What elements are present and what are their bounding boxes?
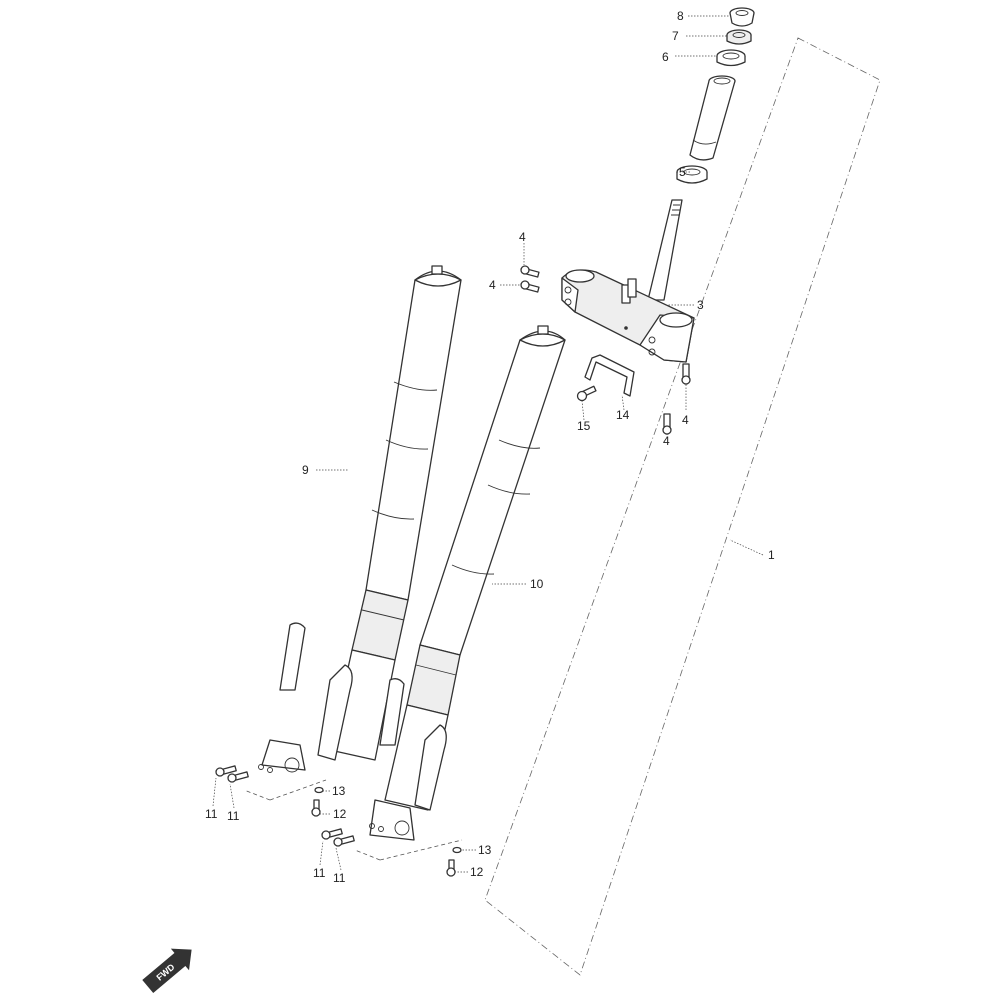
callout-4-lower-a: 4 <box>682 413 689 427</box>
callout-13-right: 13 <box>478 843 492 857</box>
alignment-line-left <box>243 779 327 801</box>
alignment-line-right <box>354 839 463 861</box>
part-4-bolt-lower-a <box>681 363 691 385</box>
callout-12-left: 12 <box>333 807 347 821</box>
callout-1: 1 <box>768 548 775 562</box>
part-4-bolt-lower-b <box>662 413 672 435</box>
part-4-bolt-upper-a <box>520 265 540 278</box>
callout-11-left-a: 11 <box>205 807 218 821</box>
callout-12-right: 12 <box>470 865 484 879</box>
callout-4-lower-b: 4 <box>663 434 670 448</box>
callout-5: 5 <box>679 165 686 179</box>
part-3-steering-stem <box>647 199 683 301</box>
callout-8: 8 <box>677 9 684 23</box>
part-11-bolt-left-a <box>215 765 237 777</box>
callout-15: 15 <box>577 419 591 433</box>
part-9-fork-leg <box>258 265 462 773</box>
part-dust-tube <box>689 75 736 161</box>
callout-6: 6 <box>662 50 669 64</box>
callout-4-upper-b: 4 <box>489 278 496 292</box>
part-6-bearing-race <box>716 49 746 67</box>
part-11-bolt-right-a <box>321 828 343 840</box>
callout-11-right-a: 11 <box>313 866 326 880</box>
part-8-cap-nut <box>729 7 755 27</box>
callout-3: 3 <box>697 298 704 312</box>
callout-11-left-b: 11 <box>227 809 240 823</box>
part-3-triple-clamp <box>561 269 695 363</box>
fwd-arrow-icon: FWD <box>142 948 192 993</box>
part-7-lock-nut <box>726 29 752 45</box>
part-4-bolt-upper-b <box>520 280 540 293</box>
callout-11-right-b: 11 <box>333 871 346 885</box>
part-11-bolt-right-b <box>333 835 355 847</box>
callout-10: 10 <box>530 577 544 591</box>
callout-13-left: 13 <box>332 784 346 798</box>
part-15-bolt <box>576 385 597 402</box>
callout-7: 7 <box>672 29 679 43</box>
part-14-brake-hose-bracket <box>584 354 635 397</box>
part-10-fork-leg <box>369 325 566 841</box>
part-13-washer-right <box>452 846 462 854</box>
part-12-screw-right <box>446 859 456 877</box>
leader-lines <box>212 15 764 873</box>
callout-14: 14 <box>616 408 630 422</box>
callout-4-upper-a: 4 <box>519 230 526 244</box>
assembly-frame <box>484 37 881 976</box>
part-11-bolt-left-b <box>227 771 249 783</box>
part-13-washer-left <box>314 786 324 794</box>
callout-9: 9 <box>302 463 309 477</box>
part-12-screw-left <box>311 799 321 817</box>
